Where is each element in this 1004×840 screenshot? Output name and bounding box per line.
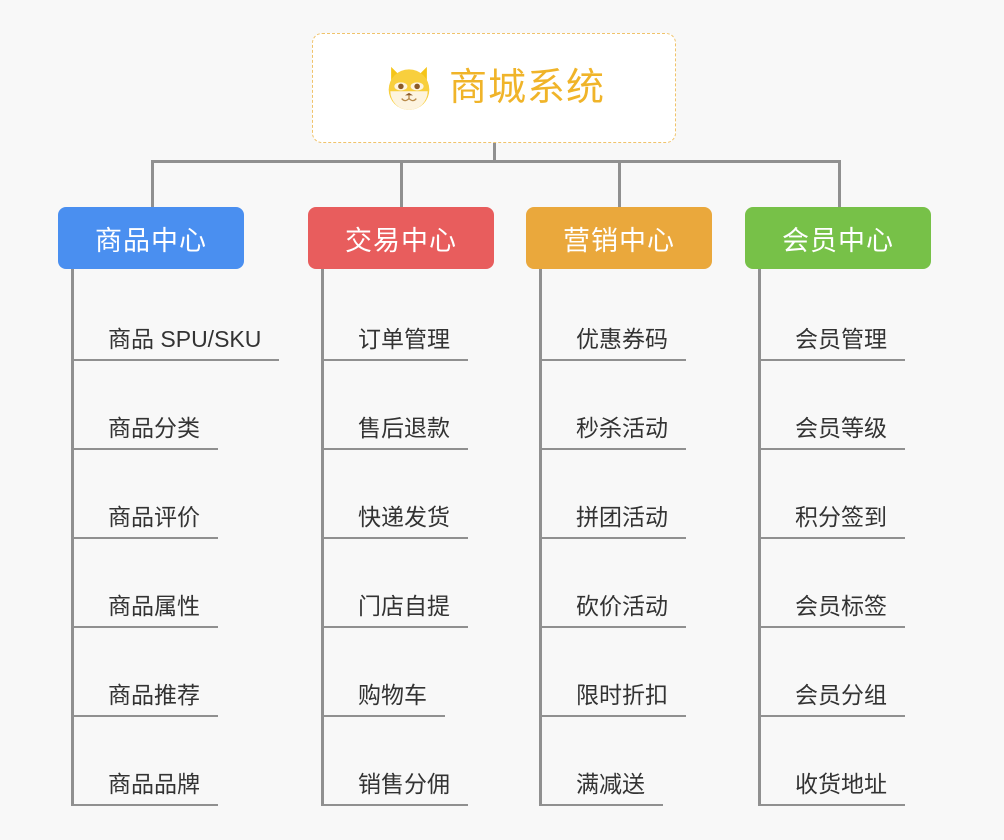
list-item[interactable]: 会员等级: [761, 361, 975, 450]
list-item[interactable]: 会员标签: [761, 539, 975, 628]
list-item[interactable]: 商品属性: [74, 539, 288, 628]
leaf-label: 秒杀活动: [542, 415, 686, 450]
root-node-title: 商城系统: [448, 67, 605, 109]
list-item[interactable]: 商品评价: [74, 450, 288, 539]
leaf-label: 会员标签: [761, 593, 905, 628]
list-item[interactable]: 订单管理: [324, 272, 538, 361]
list-item[interactable]: 商品品牌: [74, 717, 288, 806]
list-item[interactable]: 商品 SPU/SKU: [74, 272, 288, 361]
list-item[interactable]: 会员分组: [761, 628, 975, 717]
list-item[interactable]: 快递发货: [324, 450, 538, 539]
connector-horizontal-bus: [151, 160, 841, 163]
branch-rail-trade: 订单管理 售后退款 快递发货 门店自提 购物车 销售分佣: [321, 269, 538, 806]
list-item[interactable]: 收货地址: [761, 717, 975, 806]
leaf-label: 销售分佣: [324, 771, 468, 806]
connector-root-stem: [493, 143, 496, 163]
list-item[interactable]: 商品推荐: [74, 628, 288, 717]
connector-drop-category-3: [618, 160, 621, 207]
category-column-product: 商品中心 商品 SPU/SKU 商品分类 商品评价 商品属性 商品推荐 商品品牌: [58, 207, 288, 806]
category-box-member[interactable]: 会员中心: [745, 207, 931, 269]
connector-drop-category-4: [838, 160, 841, 207]
list-item[interactable]: 限时折扣: [542, 628, 756, 717]
leaf-label: 商品 SPU/SKU: [74, 326, 280, 361]
list-item[interactable]: 销售分佣: [324, 717, 538, 806]
leaf-label: 收货地址: [761, 771, 905, 806]
leaf-label: 商品分类: [74, 415, 218, 450]
leaf-label: 优惠券码: [542, 326, 686, 361]
list-item[interactable]: 售后退款: [324, 361, 538, 450]
leaf-label: 商品品牌: [74, 771, 218, 806]
leaf-label: 商品推荐: [74, 682, 218, 717]
leaf-label: 满减送: [542, 771, 663, 806]
leaf-label: 门店自提: [324, 593, 468, 628]
leaf-label: 售后退款: [324, 415, 468, 450]
category-box-product[interactable]: 商品中心: [58, 207, 244, 269]
leaf-label: 拼团活动: [542, 504, 686, 539]
list-item[interactable]: 购物车: [324, 628, 538, 717]
leaf-label: 积分签到: [761, 504, 905, 539]
list-item[interactable]: 拼团活动: [542, 450, 756, 539]
branch-rail-product: 商品 SPU/SKU 商品分类 商品评价 商品属性 商品推荐 商品品牌: [71, 269, 288, 806]
connector-drop-category-2: [400, 160, 403, 207]
leaf-label: 商品评价: [74, 504, 218, 539]
leaf-label: 砍价活动: [542, 593, 686, 628]
list-item[interactable]: 砍价活动: [542, 539, 756, 628]
branch-rail-member: 会员管理 会员等级 积分签到 会员标签 会员分组 收货地址: [758, 269, 975, 806]
leaf-label: 会员等级: [761, 415, 905, 450]
category-box-marketing[interactable]: 营销中心: [526, 207, 712, 269]
category-column-member: 会员中心 会员管理 会员等级 积分签到 会员标签 会员分组 收货地址: [745, 207, 975, 806]
leaf-label: 会员管理: [761, 326, 905, 361]
shiba-dog-face-icon: [388, 66, 430, 110]
list-item[interactable]: 商品分类: [74, 361, 288, 450]
category-box-trade[interactable]: 交易中心: [308, 207, 494, 269]
category-column-trade: 交易中心 订单管理 售后退款 快递发货 门店自提 购物车 销售分佣: [308, 207, 538, 806]
list-item[interactable]: 会员管理: [761, 272, 975, 361]
category-column-marketing: 营销中心 优惠券码 秒杀活动 拼团活动 砍价活动 限时折扣 满减送: [526, 207, 756, 806]
list-item[interactable]: 积分签到: [761, 450, 975, 539]
leaf-label: 订单管理: [324, 326, 468, 361]
list-item[interactable]: 满减送: [542, 717, 756, 806]
list-item[interactable]: 秒杀活动: [542, 361, 756, 450]
leaf-label: 购物车: [324, 682, 445, 717]
root-node-shop-system[interactable]: 商城系统: [312, 33, 676, 143]
connector-drop-category-1: [151, 160, 154, 207]
leaf-label: 快递发货: [324, 504, 468, 539]
list-item[interactable]: 门店自提: [324, 539, 538, 628]
list-item[interactable]: 优惠券码: [542, 272, 756, 361]
leaf-label: 会员分组: [761, 682, 905, 717]
leaf-label: 限时折扣: [542, 682, 686, 717]
leaf-label: 商品属性: [74, 593, 218, 628]
branch-rail-marketing: 优惠券码 秒杀活动 拼团活动 砍价活动 限时折扣 满减送: [539, 269, 756, 806]
